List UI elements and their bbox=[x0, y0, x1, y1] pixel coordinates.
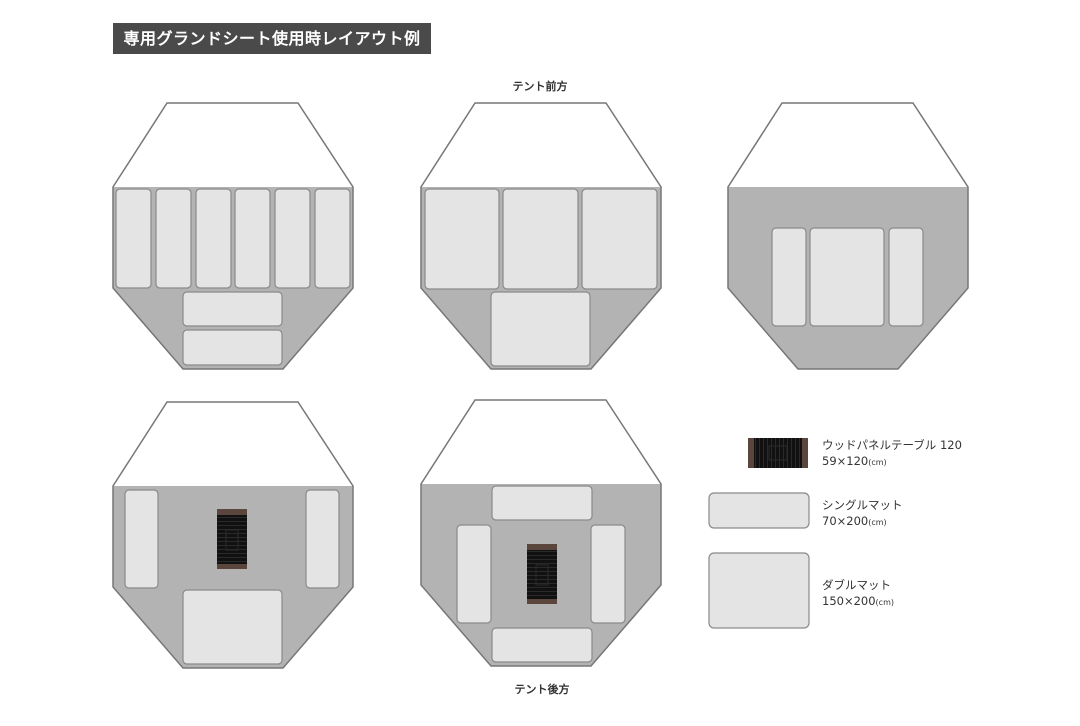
legend-double-name: ダブルマット bbox=[822, 578, 891, 592]
legend-single-unit: (cm) bbox=[868, 518, 887, 527]
tent-front-label: テント前方 bbox=[512, 80, 568, 93]
double-mat bbox=[502, 188, 579, 290]
wood-panel-table bbox=[217, 509, 247, 569]
single-mat bbox=[274, 188, 311, 289]
double-mat bbox=[581, 188, 658, 290]
single-mat bbox=[182, 291, 283, 327]
tent-outline bbox=[112, 102, 354, 370]
single-mat bbox=[456, 524, 492, 624]
single-mat bbox=[234, 188, 271, 289]
single-mat bbox=[314, 188, 351, 289]
legend-single-size: 70×200 bbox=[822, 514, 869, 528]
single-mat bbox=[771, 227, 807, 327]
page-title: 専用グランドシート使用時レイアウト例 bbox=[113, 23, 431, 54]
single-mat bbox=[590, 524, 626, 624]
legend-table-unit: (cm) bbox=[868, 458, 887, 467]
double-mat bbox=[424, 188, 500, 290]
legend-table-size: 59×120 bbox=[822, 454, 869, 468]
tent-layout-1 bbox=[112, 102, 354, 370]
double-mat-icon bbox=[708, 552, 810, 629]
single-mat bbox=[305, 489, 340, 589]
wood-panel-table-icon bbox=[748, 438, 808, 468]
double-mat bbox=[809, 227, 885, 327]
single-mat bbox=[491, 485, 593, 521]
single-mat bbox=[491, 627, 593, 663]
legend-double-size: 150×200 bbox=[822, 594, 876, 608]
single-mat bbox=[115, 188, 152, 289]
tent-back-label: テント後方 bbox=[514, 683, 570, 696]
tent-layout-5 bbox=[420, 399, 662, 667]
legend-single-name: シングルマット bbox=[822, 498, 903, 512]
legend-double-unit: (cm) bbox=[875, 598, 894, 607]
single-mat bbox=[182, 329, 283, 366]
single-mat bbox=[195, 188, 232, 289]
wood-panel-table bbox=[527, 544, 557, 604]
legend-table-name: ウッドパネルテーブル 120 bbox=[822, 438, 962, 452]
single-mat-icon bbox=[708, 492, 810, 529]
tent-layout-3 bbox=[727, 102, 969, 370]
single-mat bbox=[155, 188, 192, 289]
single-mat bbox=[124, 489, 159, 589]
tent-layout-2 bbox=[420, 102, 662, 370]
double-mat bbox=[182, 589, 283, 665]
double-mat bbox=[490, 291, 591, 367]
tent-layout-4 bbox=[112, 401, 354, 669]
single-mat bbox=[888, 227, 924, 327]
